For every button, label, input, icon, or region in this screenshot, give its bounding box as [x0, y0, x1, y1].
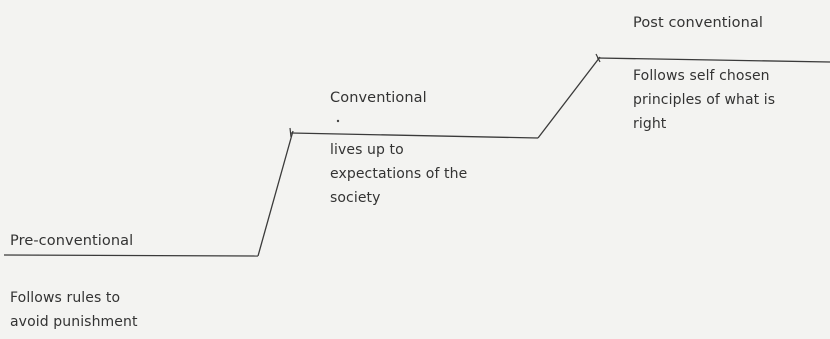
- description-line: Follows rules to: [10, 290, 121, 306]
- riser-tick-1: [289, 127, 292, 138]
- stage-description-conventional: lives up to expectations of the society: [330, 138, 467, 210]
- stage-description-pre-conventional: Follows rules to avoid punishment: [10, 286, 138, 334]
- riser-line-2: [537, 56, 601, 139]
- stage-title-post-conventional: Post conventional: [633, 15, 764, 31]
- description-line: society: [330, 190, 381, 206]
- description-line: right: [633, 116, 667, 132]
- speck-mark: [336, 119, 340, 123]
- stage-title-pre-conventional: Pre-conventional: [10, 233, 134, 249]
- stage-title-conventional: Conventional: [330, 90, 427, 106]
- stage-description-post-conventional: Follows self chosen principles of what i…: [633, 64, 775, 136]
- step-line-conventional: [290, 132, 539, 139]
- step-line-pre-conventional: [3, 254, 259, 257]
- description-line: Follows self chosen: [633, 68, 770, 84]
- description-line: expectations of the: [330, 166, 468, 182]
- description-line: principles of what is: [633, 92, 776, 108]
- description-line: avoid punishment: [10, 314, 138, 330]
- step-line-post-conventional: [596, 57, 830, 63]
- riser-line-1: [257, 130, 294, 257]
- description-line: lives up to: [330, 142, 404, 158]
